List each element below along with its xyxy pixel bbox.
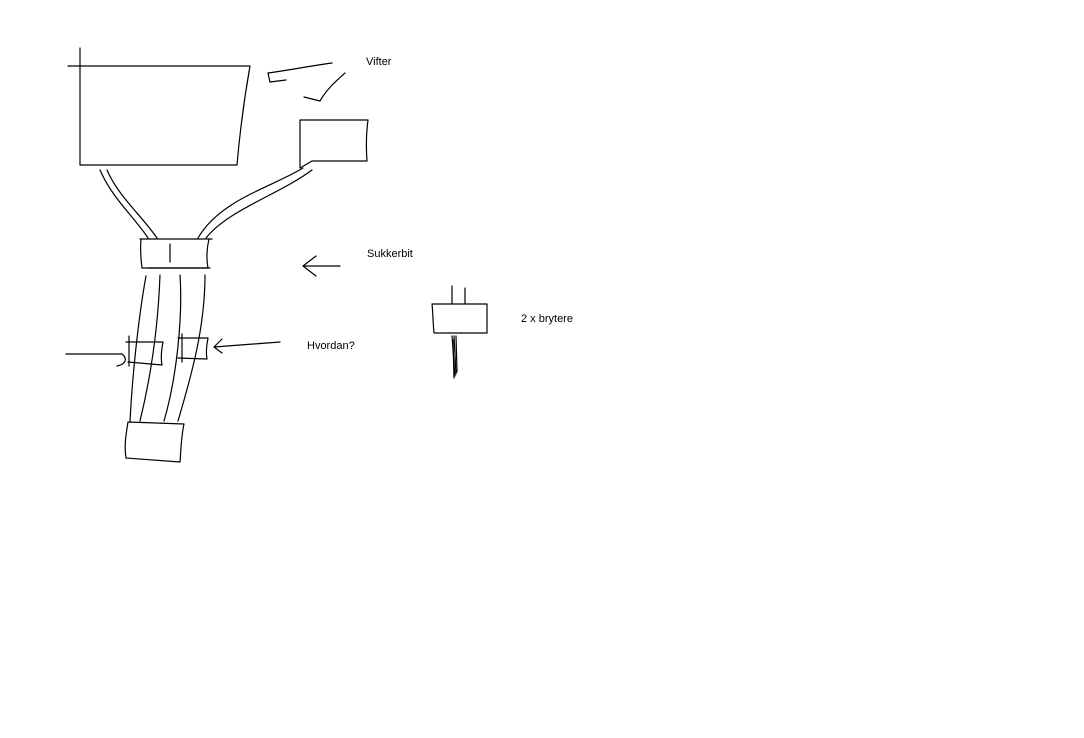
wires-below-sukkerbit — [129, 274, 206, 423]
switch-body — [431, 285, 488, 334]
large-fan-box — [67, 47, 251, 166]
wire-large-fan-to-sukkerbit — [99, 169, 158, 239]
fan-arrow-upper — [267, 62, 333, 83]
hvordan-arrow-right — [213, 338, 281, 354]
small-fan-box — [299, 119, 369, 169]
question-tag-left — [125, 335, 164, 367]
switch-lever — [451, 335, 458, 379]
label-vifter: Vifter — [366, 56, 392, 68]
bottom-connector — [124, 421, 185, 463]
question-tag-right — [177, 333, 209, 363]
hvordan-arrow-left — [65, 353, 126, 367]
label-brytere: 2 x brytere — [521, 313, 573, 325]
sukkerbit-connector — [139, 238, 213, 269]
fan-arrow-lower — [303, 72, 346, 102]
wire-small-fan-to-sukkerbit — [197, 167, 313, 239]
sukkerbit-arrow — [302, 255, 341, 277]
label-hvordan: Hvordan? — [307, 340, 355, 352]
label-sukkerbit: Sukkerbit — [367, 248, 413, 260]
